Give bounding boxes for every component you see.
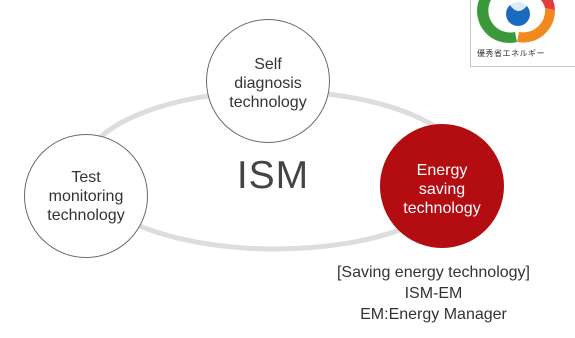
node-self-diagnosis-technology: Self diagnosis technology [206,19,330,143]
node-self-diagnosis-label: Self diagnosis technology [229,55,307,111]
caption: [Saving energy technology] ISM-EM EM:Ene… [292,262,575,325]
caption-line-3: EM:Energy Manager [360,306,507,323]
node-energy-saving-label: Energy saving technology [403,161,481,217]
node-test-monitoring-technology: Test monitoring technology [24,134,148,258]
award-logo-text: 優秀省エネルギー [477,49,545,58]
caption-line-2: ISM-EM [404,285,463,302]
center-label-ism: ISM [236,154,310,197]
caption-line-1: [Saving energy technology] [336,264,530,281]
node-energy-saving-technology: Energy saving technology [380,124,504,248]
award-logo-emblem [477,0,556,44]
node-test-monitoring-label: Test monitoring technology [47,168,125,224]
award-logo: 優秀省エネルギー [470,0,575,67]
